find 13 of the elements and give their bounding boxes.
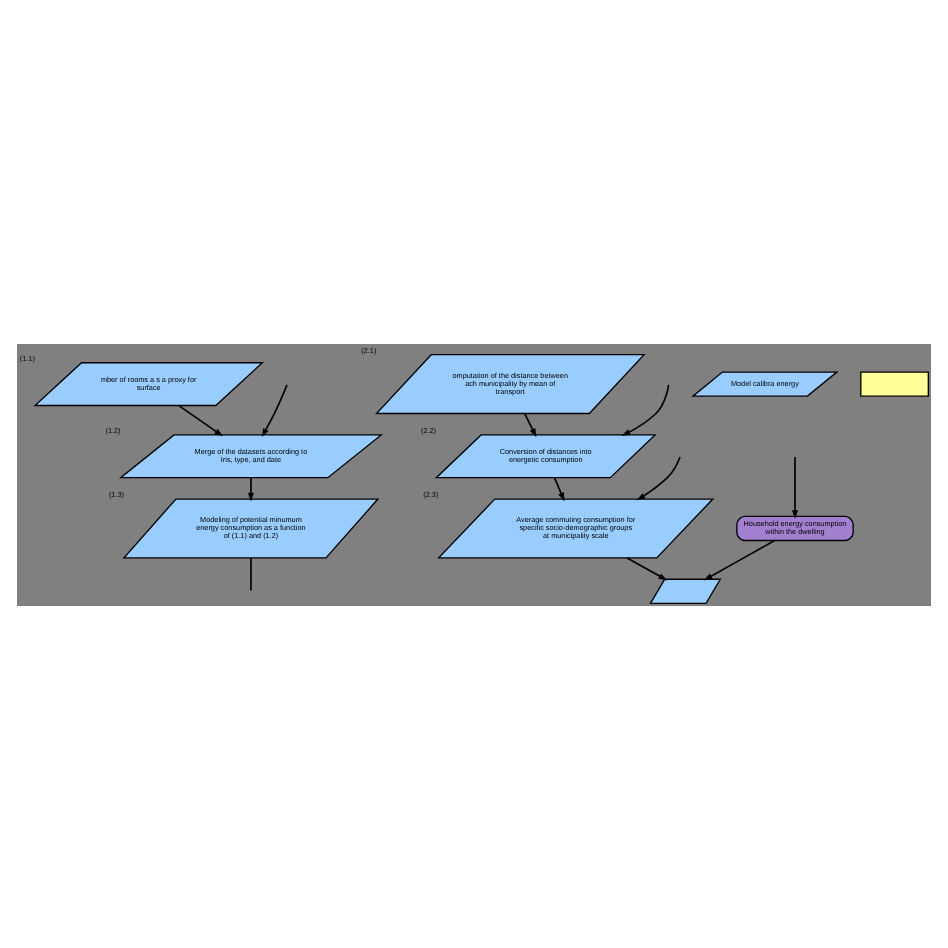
arrow [636,455,681,500]
arrow [553,476,565,501]
arrow [261,383,288,437]
arrow [626,556,668,580]
arrow [177,403,224,436]
node-parallelogram [649,577,722,603]
node-box [860,370,929,396]
arrow [791,455,799,518]
arrow [703,538,776,580]
connector [250,556,252,591]
arrow [523,411,537,437]
arrow [621,383,670,435]
arrow [247,476,254,501]
